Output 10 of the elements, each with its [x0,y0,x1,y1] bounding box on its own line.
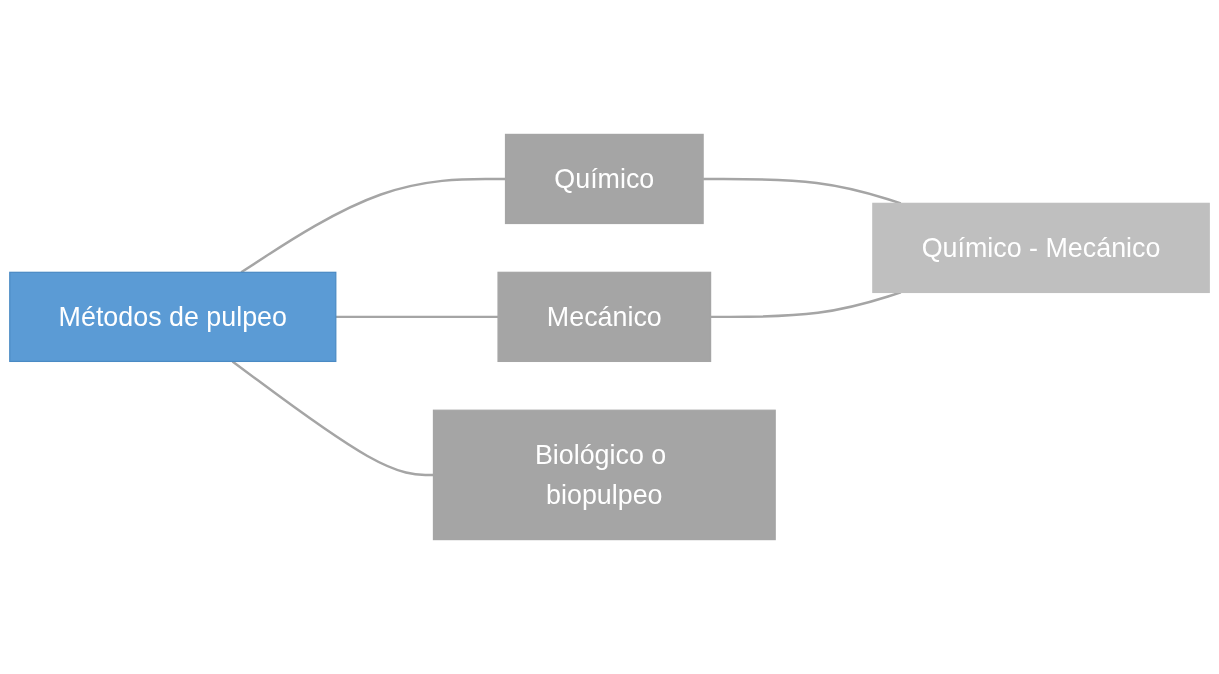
connector [710,291,902,319]
node-box: Químico - Mecánico [872,202,1210,294]
connector [335,315,499,319]
connector [240,177,506,274]
node-box: Mecánico [497,271,712,363]
node-box: Biológico o biopulpeo [432,409,776,541]
connector [703,177,902,205]
node-box: Métodos de pulpeo [9,271,337,363]
connector [231,360,434,477]
node-box: Químico [504,133,704,225]
